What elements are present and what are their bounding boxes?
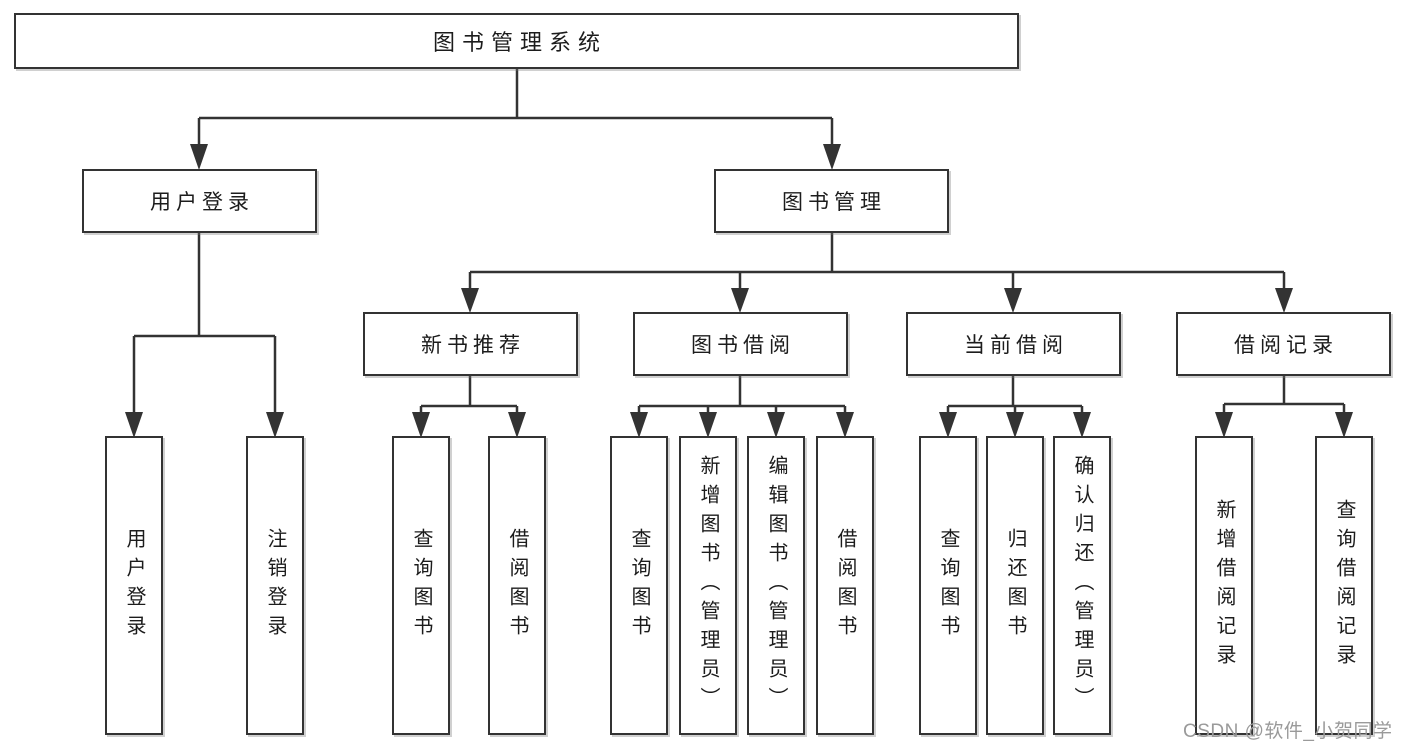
node-leaf-confirm-return-admin: 确认归还（管理员） [1053,436,1111,735]
node-leaf-user-login: 用户登录 [105,436,163,735]
node-new-book-recommend: 新书推荐 [363,312,578,376]
node-root: 图书管理系统 [14,13,1019,69]
node-book-borrow: 图书借阅 [633,312,848,376]
watermark: CSDN @软件_小贺同学 [1183,721,1393,742]
node-leaf-add-book-admin: 新增图书（管理员） [679,436,737,735]
node-leaf-query-books-current: 查询图书 [919,436,977,735]
node-leaf-logout: 注销登录 [246,436,304,735]
node-leaf-add-borrow-record: 新增借阅记录 [1195,436,1253,735]
node-leaf-query-borrow-record: 查询借阅记录 [1315,436,1373,735]
node-user-login: 用户登录 [82,169,317,233]
node-leaf-borrow-books: 借阅图书 [816,436,874,735]
node-borrow-records: 借阅记录 [1176,312,1391,376]
node-current-borrow: 当前借阅 [906,312,1121,376]
node-leaf-query-books-borrow: 查询图书 [610,436,668,735]
node-leaf-return-book: 归还图书 [986,436,1044,735]
node-book-management: 图书管理 [714,169,949,233]
node-leaf-edit-book-admin: 编辑图书（管理员） [747,436,805,735]
node-leaf-query-books-recommend: 查询图书 [392,436,450,735]
node-leaf-borrow-books-recommend: 借阅图书 [488,436,546,735]
